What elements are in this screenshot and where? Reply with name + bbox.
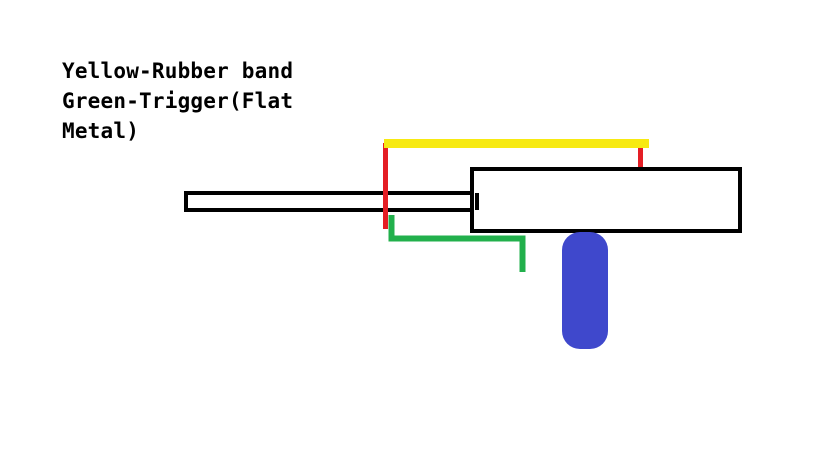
handle — [562, 232, 608, 349]
legend-line-trigger: Green-Trigger(Flat — [62, 89, 294, 113]
legend-line-trigger-material: Metal) — [62, 119, 140, 143]
legend-line-rubber-band: Yellow-Rubber band — [62, 59, 294, 83]
gun-body — [470, 167, 742, 233]
legend-text: Yellow-Rubber band Green-Trigger(Flat Me… — [62, 56, 293, 146]
rubber-band — [384, 139, 649, 148]
barrel — [184, 191, 480, 212]
trigger — [388, 215, 526, 272]
